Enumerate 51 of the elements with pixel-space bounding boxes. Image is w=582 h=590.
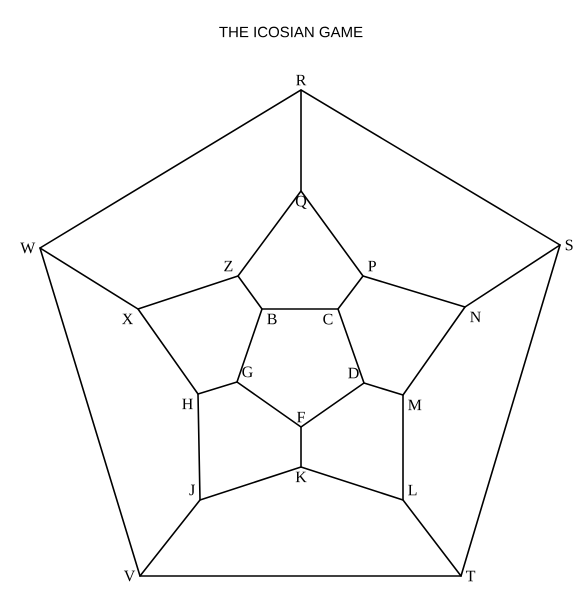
- vertex-label: X: [122, 314, 133, 324]
- graph-edge: [363, 382, 404, 396]
- vertex-label: R: [296, 74, 306, 86]
- graph-edge: [300, 89, 561, 246]
- graph-edge: [39, 89, 302, 249]
- vertex-label: L: [408, 484, 417, 496]
- vertex-label: K: [296, 472, 307, 482]
- graph-edge: [402, 394, 404, 501]
- graph-edge: [464, 244, 561, 308]
- graph-edge: [300, 426, 302, 468]
- graph-edge: [137, 308, 199, 395]
- vertex-label: D: [348, 368, 359, 378]
- vertex-label: Z: [224, 260, 232, 272]
- vertex-label: H: [182, 398, 193, 410]
- graph-edge: [197, 393, 201, 501]
- vertex-label: Q: [296, 196, 306, 209]
- graph-edge: [300, 89, 302, 192]
- vertex-label: F: [297, 412, 305, 422]
- vertex-label: T: [466, 570, 476, 582]
- vertex-label: P: [368, 260, 376, 272]
- vertex-label: V: [124, 570, 136, 582]
- graph-edge: [237, 275, 263, 310]
- graph-edge: [337, 308, 365, 384]
- graph-edge: [402, 306, 466, 396]
- graph-edge: [39, 247, 139, 310]
- graph-edge: [139, 575, 462, 577]
- vertex-label: J: [189, 484, 195, 496]
- graph-edge: [300, 190, 364, 277]
- graph-edge: [139, 499, 201, 577]
- vertex-label: W: [20, 242, 36, 254]
- graph-edge: [39, 247, 141, 577]
- vertex-label: G: [242, 366, 253, 378]
- graph-edge: [402, 499, 462, 577]
- vertex-label: C: [323, 314, 332, 324]
- vertex-label: S: [566, 240, 573, 250]
- graph-edge: [261, 308, 339, 310]
- vertex-label: M: [408, 400, 422, 410]
- graph-edge: [236, 381, 302, 428]
- graph-edge: [236, 308, 263, 383]
- graph-edge: [137, 275, 239, 310]
- graph-edge: [337, 275, 364, 310]
- graph-edge: [300, 382, 365, 428]
- graph-edge: [199, 466, 302, 501]
- graph-edge: [197, 381, 238, 395]
- vertex-label: B: [267, 314, 277, 324]
- graph-edge: [237, 190, 302, 277]
- graph-edge: [460, 244, 561, 577]
- vertex-label: N: [470, 312, 481, 322]
- graph-edge: [300, 466, 404, 501]
- title: THE ICOSIAN GAME: [219, 26, 362, 38]
- graph-edge: [362, 275, 466, 308]
